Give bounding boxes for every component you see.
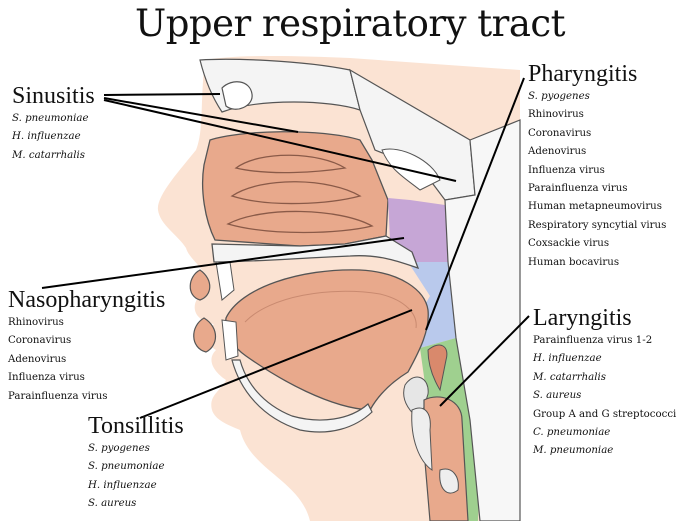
sinusitis-leader-frontal: [103, 93, 221, 96]
tonsillitis-leader: [139, 309, 413, 419]
sinusitis-label-block: Sinusitis S. pneumoniae H. influenzae M.…: [12, 82, 95, 165]
list-item: M. catarrhalis: [533, 371, 606, 383]
sinusitis-heading: Sinusitis: [12, 83, 95, 109]
list-item: Adenovirus: [528, 146, 587, 158]
list-item: H. influenzae: [88, 479, 157, 491]
epiglottis: [427, 344, 448, 392]
thyroid-cartilage: [411, 407, 433, 471]
list-item: H. influenzae: [533, 353, 602, 365]
tonsillitis-pathogen-list: S. pyogenes S. pneumoniae H. influenzae …: [88, 440, 184, 514]
pharyngitis-heading: Pharyngitis: [528, 61, 638, 87]
tonsillitis-label-block: Tonsillitis S. pyogenes S. pneumoniae H.…: [88, 412, 184, 514]
mandible: [231, 359, 373, 433]
list-item: S. pyogenes: [88, 443, 150, 454]
nasal-cavity: [201, 131, 389, 247]
laryngitis-label-block: Laryngitis Parainfluenza virus 1-2 H. in…: [533, 304, 676, 461]
list-item: Coronavirus: [528, 127, 592, 139]
list-item: S. aureus: [88, 498, 137, 510]
sinusitis-leader-sphenoid: [103, 99, 457, 182]
laryngitis-heading: Laryngitis: [533, 305, 632, 331]
list-item: C. pneumoniae: [533, 427, 611, 439]
nasopharyngitis-pathogen-list: Rhinovirus Coronavirus Adenovirus Influe…: [8, 314, 165, 406]
list-item: H. influenzae: [12, 131, 81, 143]
list-item: Rhinovirus: [8, 317, 64, 328]
pharyngitis-label-block: Pharyngitis S. pyogenes Rhinovirus Coron…: [528, 60, 666, 272]
list-item: Rhinovirus: [528, 109, 584, 121]
list-item: Influenza virus: [528, 164, 605, 176]
nasopharyngitis-leader: [41, 237, 405, 289]
list-item: Coxsackie virus: [528, 238, 610, 250]
tongue: [225, 269, 429, 411]
list-item: Parainfluenza virus 1-2: [533, 335, 653, 346]
sinusitis-leader-maxillary: [103, 97, 299, 133]
list-item: Group A and G streptococci: [533, 408, 677, 420]
nasopharyngitis-label-block: Nasopharyngitis Rhinovirus Coronavirus A…: [8, 286, 165, 406]
lower-lip: [193, 317, 217, 353]
list-item: Human bocavirus: [528, 256, 620, 268]
laryngitis-leader: [439, 315, 530, 407]
list-item: Influenza virus: [8, 372, 85, 384]
diagram-title: Upper respiratory tract: [135, 2, 565, 45]
lower-tooth: [221, 319, 239, 361]
cricoid-cartilage: [439, 468, 459, 494]
list-item: Parainfluenza virus: [528, 183, 628, 195]
nasal-turbinate-lower: [226, 210, 374, 234]
list-item: Coronavirus: [8, 335, 72, 347]
list-item: Parainfluenza virus: [8, 390, 108, 402]
pharyngitis-leader: [425, 77, 525, 331]
cervical-spine: [444, 119, 521, 521]
list-item: S. aureus: [533, 390, 582, 402]
list-item: Respiratory syncytial virus: [528, 219, 667, 231]
list-item: S. pneumoniae: [12, 113, 89, 124]
upper-lip: [189, 269, 211, 301]
list-item: Human metapneumovirus: [528, 201, 662, 213]
sinusitis-pathogen-list: S. pneumoniae H. influenzae M. catarrhal…: [12, 110, 95, 165]
frontal-sinus: [221, 81, 253, 110]
list-item: S. pyogenes: [528, 91, 590, 102]
nasal-turbinate-upper: [234, 154, 347, 174]
pharyngitis-pathogen-list: S. pyogenes Rhinovirus Coronavirus Adeno…: [528, 88, 666, 272]
list-item: M. catarrhalis: [12, 149, 85, 161]
list-item: Adenovirus: [8, 353, 67, 365]
laryngitis-pathogen-list: Parainfluenza virus 1-2 H. influenzae M.…: [533, 332, 676, 461]
list-item: M. pneumoniae: [533, 445, 614, 457]
nasopharyngitis-heading: Nasopharyngitis: [8, 287, 166, 313]
tongue-mucosa-line: [244, 290, 417, 329]
tonsillitis-heading: Tonsillitis: [88, 413, 184, 439]
leader-lines: [41, 77, 530, 419]
list-item: S. pneumoniae: [88, 461, 165, 473]
nasal-turbinate-middle: [230, 181, 362, 205]
